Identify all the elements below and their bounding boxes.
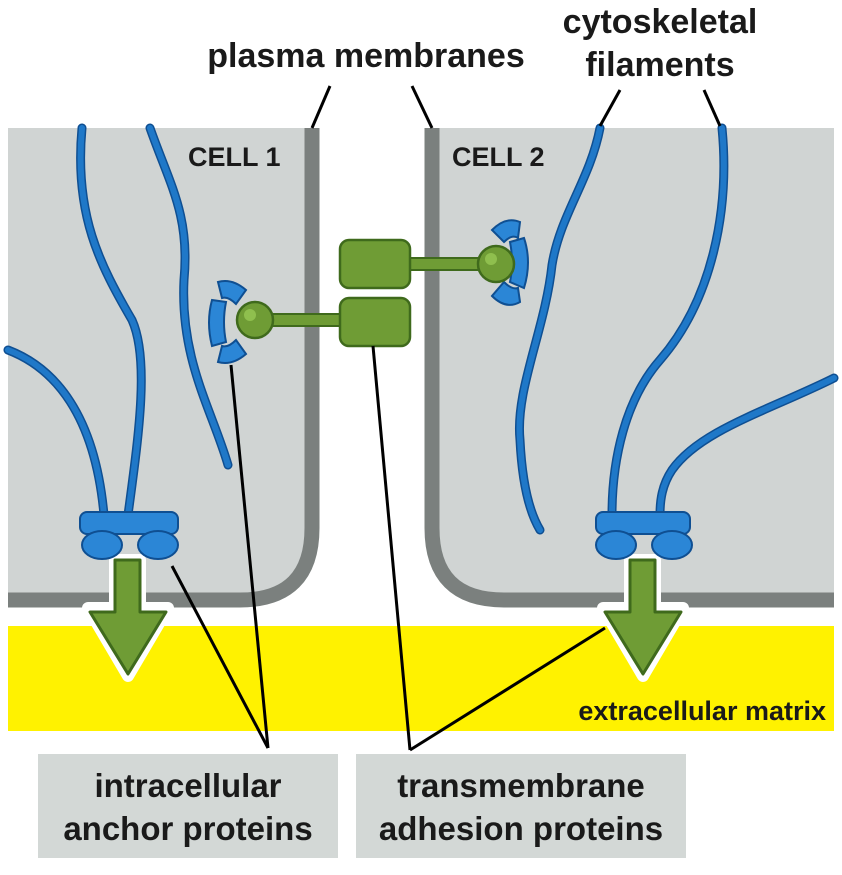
intracellular-anchor-protein bbox=[137, 530, 179, 560]
anchor-label-box bbox=[38, 754, 338, 858]
cytoskeletal-label-line1: cytoskeletal bbox=[563, 3, 758, 41]
leader-cytoskeletal-right bbox=[702, 89, 722, 127]
leader-plasma-membrane-cell-1 bbox=[310, 85, 332, 129]
adhesion-protein-cell-1 bbox=[235, 296, 412, 348]
adhesion-label-box bbox=[356, 754, 686, 858]
intracellular-anchor-protein bbox=[490, 219, 522, 244]
intracellular-anchor-protein bbox=[208, 298, 228, 348]
leader-cytoskeletal-left bbox=[598, 89, 622, 127]
cell-1-filament-left bbox=[5, 347, 107, 518]
adhesion-knob bbox=[476, 244, 516, 284]
cell-2-membrane bbox=[424, 128, 834, 608]
cell-2-side-anchor bbox=[490, 219, 529, 306]
cell-1-body bbox=[8, 128, 312, 600]
intracellular-anchor-protein bbox=[595, 530, 637, 560]
extracellular-matrix-label: extracellular matrix bbox=[578, 696, 826, 726]
cytoskeletal-label-line2: filaments bbox=[585, 46, 734, 84]
adhesion-label-line2: adhesion proteins bbox=[379, 810, 663, 847]
intracellular-anchor-protein bbox=[651, 530, 693, 560]
cell-1-side-anchor bbox=[208, 280, 248, 364]
adhesion-block bbox=[338, 296, 412, 348]
cell-2-filaments bbox=[514, 123, 839, 535]
cell-2-matrix-anchor bbox=[595, 511, 693, 682]
intracellular-anchor-protein bbox=[508, 236, 529, 290]
intracellular-anchor-protein bbox=[490, 280, 522, 306]
cell-1-filament-center bbox=[77, 125, 145, 518]
anchor-label-line2: anchor proteins bbox=[63, 810, 312, 847]
leader-anchor-side bbox=[229, 364, 270, 749]
cell-1-label: CELL 1 bbox=[188, 142, 281, 172]
intracellular-anchor-protein bbox=[216, 338, 248, 364]
leader-anchor-bottom bbox=[170, 565, 270, 749]
cell-1-matrix-anchor bbox=[79, 511, 179, 682]
intracellular-anchor-protein bbox=[216, 280, 248, 306]
intracellular-anchor-protein bbox=[595, 511, 691, 535]
leader-plasma-membrane-cell-2 bbox=[410, 85, 434, 129]
cell-1-membrane bbox=[8, 128, 320, 608]
cell-2-body bbox=[432, 128, 834, 600]
intracellular-anchor-protein bbox=[81, 530, 123, 560]
plasma-membranes-label: plasma membranes bbox=[207, 37, 525, 75]
leader-adhesion-block bbox=[371, 345, 412, 751]
intracellular-anchor-protein bbox=[79, 511, 179, 535]
transmembrane-adhesion-protein-arrow bbox=[603, 558, 683, 676]
leader-lines bbox=[170, 85, 722, 752]
anchor-label-line1: intracellular bbox=[94, 767, 281, 804]
adhesion-knob bbox=[235, 300, 275, 340]
transmembrane-adhesion-protein-arrow bbox=[88, 558, 168, 676]
cell-1-filaments bbox=[3, 123, 233, 520]
cell-2-filament-right bbox=[657, 375, 837, 518]
adhesion-protein-cell-2 bbox=[338, 238, 516, 290]
cell-2-label: CELL 2 bbox=[452, 142, 545, 172]
cell-2-filament-long bbox=[609, 125, 727, 518]
adhesion-knob-highlight bbox=[485, 253, 497, 265]
leader-adhesion-arrow bbox=[409, 626, 606, 752]
cell-1-filament-right bbox=[147, 125, 231, 468]
adhesion-knob-highlight bbox=[244, 309, 256, 321]
adhesion-block bbox=[338, 238, 412, 290]
adhesion-label-line1: transmembrane bbox=[397, 767, 645, 804]
cell-2-filament-wavy bbox=[516, 125, 603, 533]
